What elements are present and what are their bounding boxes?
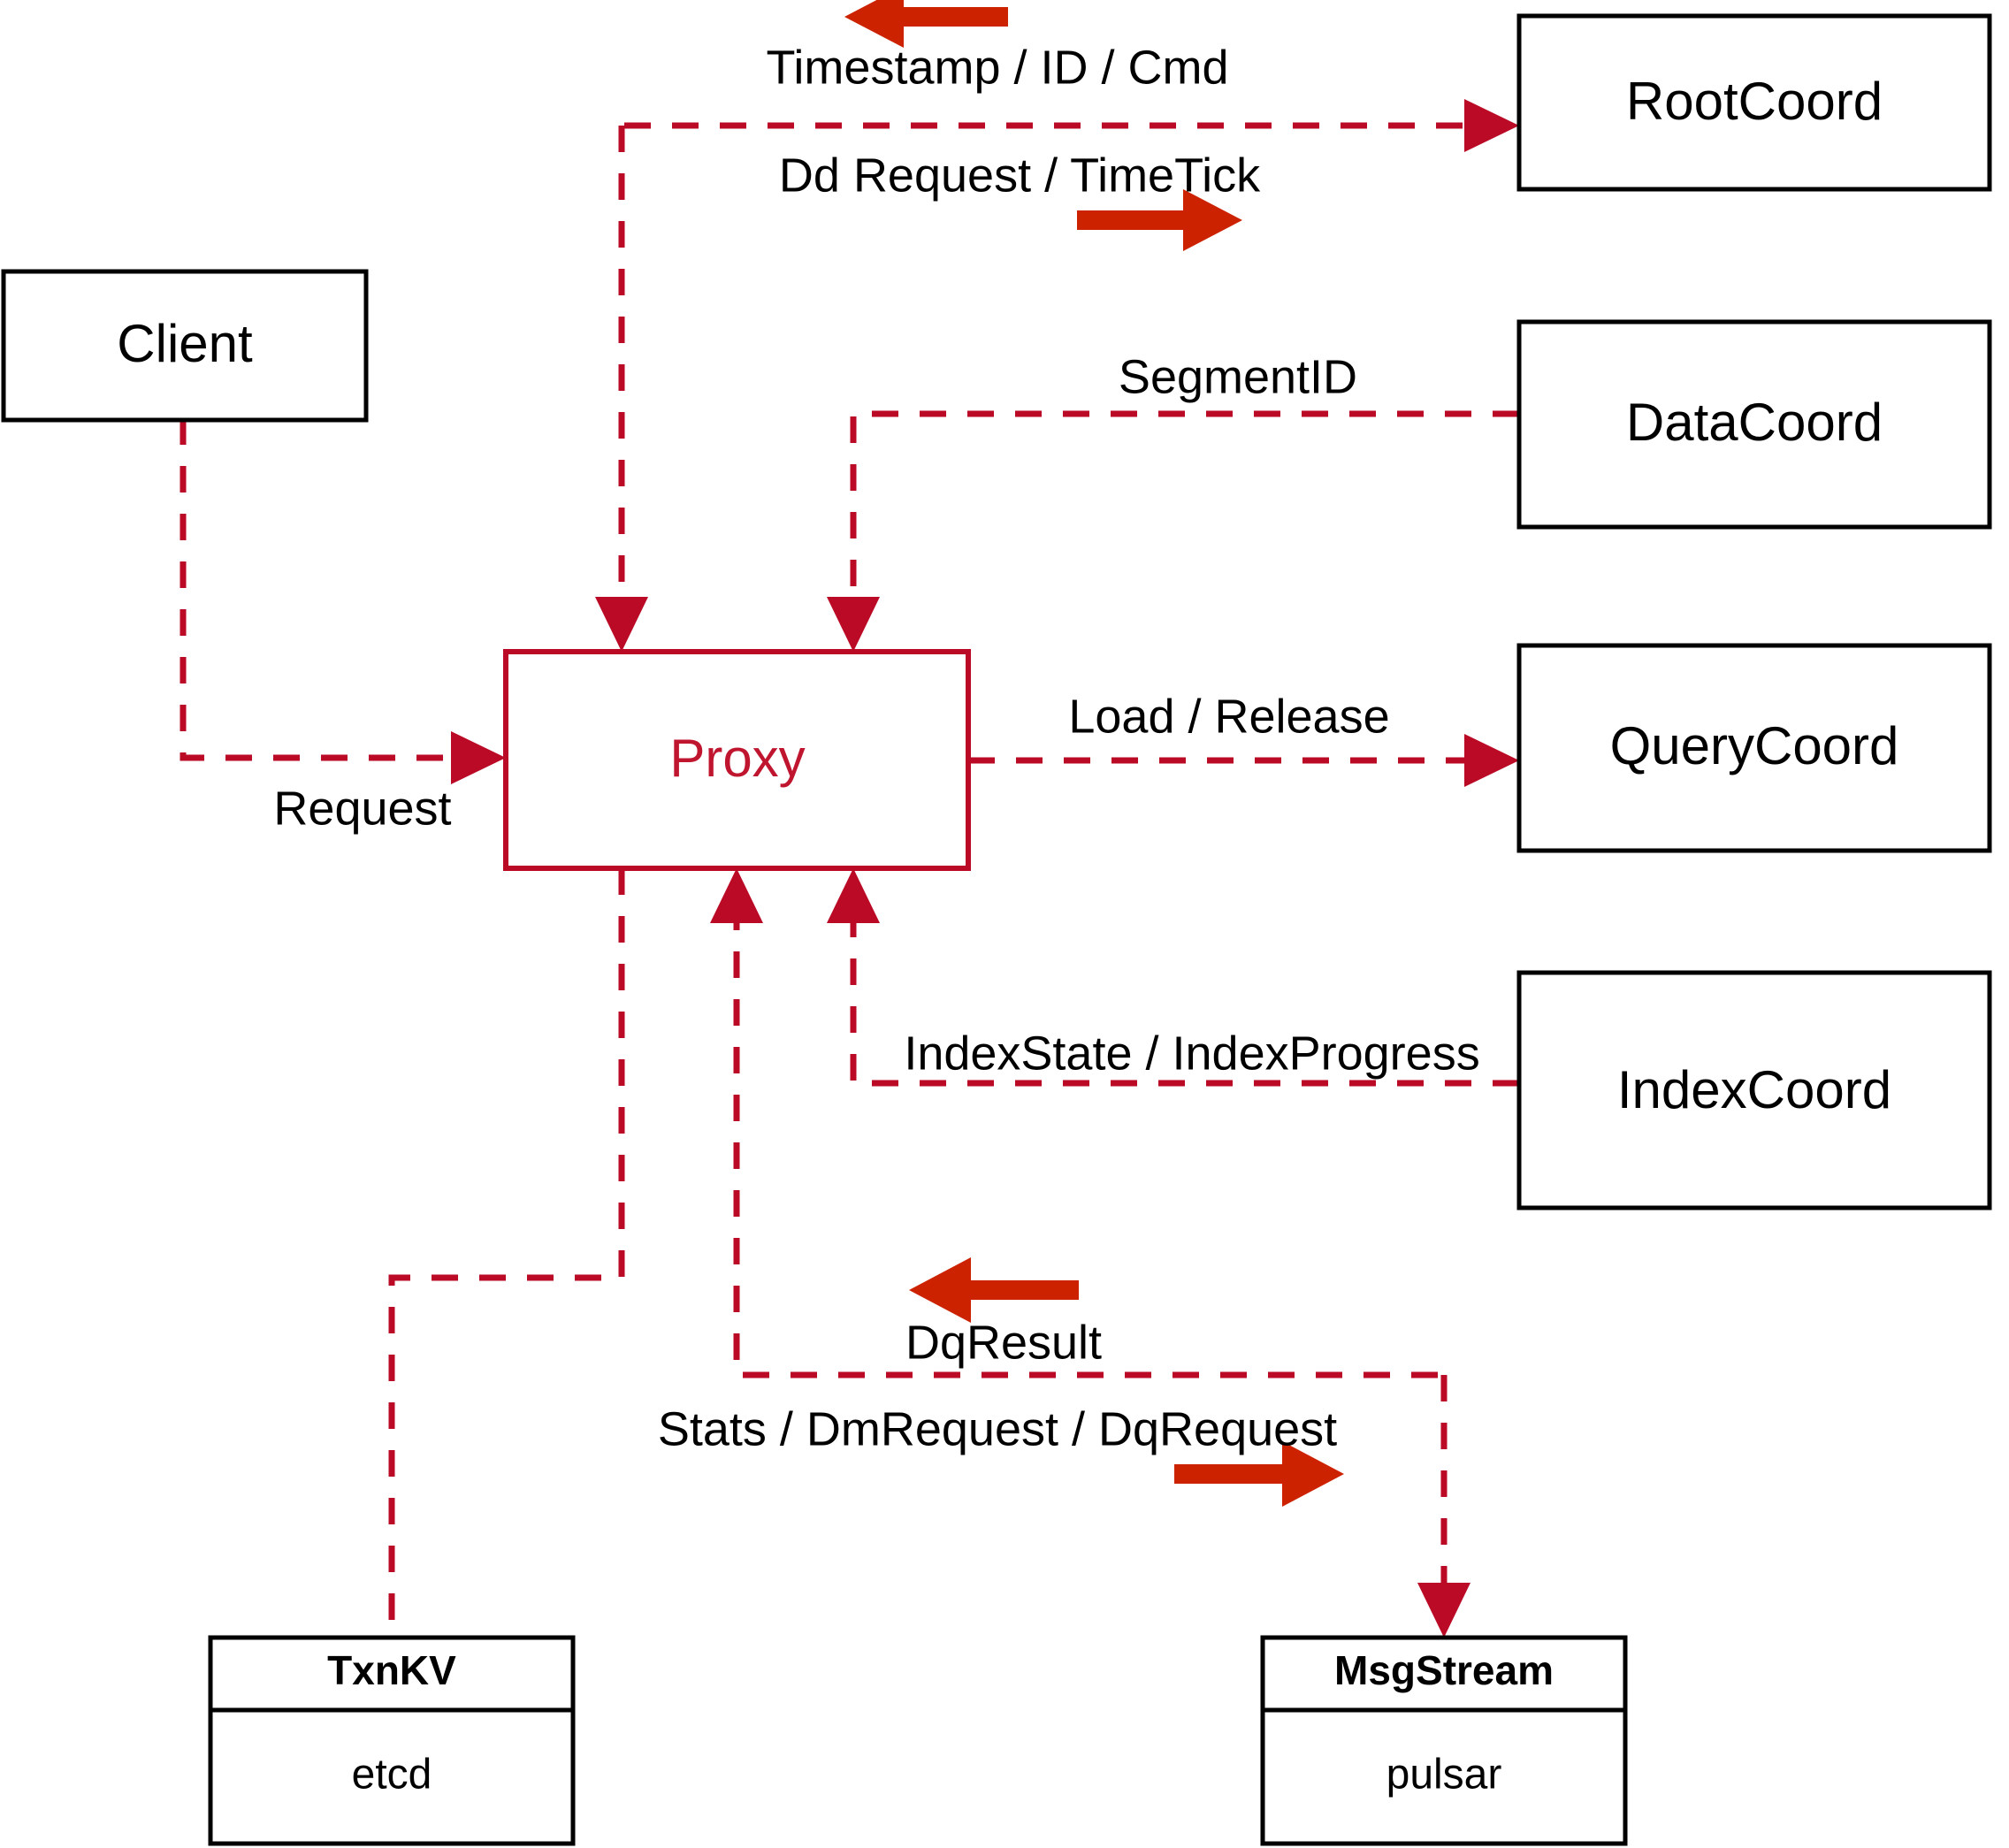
edge-request-arrowhead: [451, 731, 506, 784]
edge-label-request: Request: [273, 782, 451, 835]
node-query-coord[interactable]: QueryCoord: [1516, 643, 1992, 853]
node-root-coord-rect[interactable]: [1516, 13, 1992, 192]
node-index-coord[interactable]: IndexCoord: [1516, 970, 1992, 1210]
node-client-rect[interactable]: [1, 269, 369, 423]
edge-indexstate-arrowhead: [827, 868, 880, 923]
node-client[interactable]: Client: [1, 269, 369, 423]
edge-txnkv-line: [388, 868, 625, 1638]
node-data-coord-label: DataCoord: [1626, 393, 1883, 452]
edge-label-timestamp-id-cmd: Timestamp / ID / Cmd: [766, 41, 1228, 94]
node-proxy-rect[interactable]: [503, 649, 971, 871]
node-client-label: Client: [117, 314, 253, 373]
node-txnkv[interactable]: TxnKV etcd: [208, 1635, 576, 1846]
edge-timestamp-id-cmd: [595, 126, 648, 652]
edge-request: [180, 418, 506, 784]
edge-segmentid-arrowhead: [827, 597, 880, 652]
node-index-coord-rect[interactable]: [1516, 970, 1992, 1210]
arrow-left-icon-timestamp: [844, 0, 1008, 48]
edge-dqresult-arrowhead: [710, 868, 763, 923]
edge-stats-dm-dq-request: [1417, 1375, 1470, 1638]
edge-indexstate-line: [850, 904, 1519, 1087]
node-index-coord-label: IndexCoord: [1617, 1060, 1891, 1119]
edge-dqresult-line: [733, 904, 1444, 1378]
edge-segment-id: [827, 410, 1519, 652]
edge-load-release: [968, 734, 1519, 787]
edge-label-index-state-progress: IndexState / IndexProgress: [904, 1027, 1479, 1080]
node-data-coord[interactable]: DataCoord: [1516, 319, 1992, 530]
node-query-coord-label: QueryCoord: [1610, 716, 1899, 775]
edge-label-dq-result: DqResult: [905, 1316, 1102, 1369]
node-proxy-label: Proxy: [669, 729, 805, 788]
node-msgstream-rect[interactable]: [1260, 1635, 1628, 1846]
edge-label-dd-request-timetick: Dd Request / TimeTick: [779, 149, 1261, 202]
node-root-coord-label: RootCoord: [1626, 72, 1883, 131]
edge-dd-request-timetick: [624, 99, 1519, 152]
edge-label-stats-dm-dq-request: Stats / DmRequest / DqRequest: [658, 1402, 1337, 1455]
edge-txnkv: [388, 868, 625, 1638]
node-txnkv-body: etcd: [352, 1752, 432, 1798]
node-proxy[interactable]: Proxy: [503, 649, 971, 871]
node-txnkv-rect[interactable]: [208, 1635, 576, 1846]
node-txnkv-title: TxnKV: [327, 1647, 456, 1693]
edge-dq-result: [710, 868, 1444, 1378]
node-msgstream-body: pulsar: [1386, 1752, 1502, 1798]
edge-label-segment-id: SegmentID: [1119, 350, 1357, 403]
node-msgstream-title: MsgStream: [1334, 1647, 1554, 1693]
node-msgstream[interactable]: MsgStream pulsar: [1260, 1635, 1628, 1846]
node-data-coord-rect[interactable]: [1516, 319, 1992, 530]
edge-request-line: [180, 418, 470, 761]
edge-ddrequest-arrowhead: [1464, 99, 1519, 152]
node-root-coord[interactable]: RootCoord: [1516, 13, 1992, 192]
edge-loadrelease-arrowhead: [1464, 734, 1519, 787]
edge-stats-arrowhead: [1417, 1583, 1470, 1638]
arrow-right-icon-ddrequest: [1077, 189, 1242, 251]
edge-timestamp-arrowhead: [595, 597, 648, 652]
edge-segmentid-line: [850, 410, 1519, 616]
arrow-right-icon-stats: [1174, 1441, 1344, 1507]
edge-index-state-progress: [827, 868, 1519, 1087]
edge-label-load-release: Load / Release: [1068, 690, 1389, 743]
node-query-coord-rect[interactable]: [1516, 643, 1992, 853]
arrow-left-icon-dqresult: [909, 1257, 1079, 1323]
